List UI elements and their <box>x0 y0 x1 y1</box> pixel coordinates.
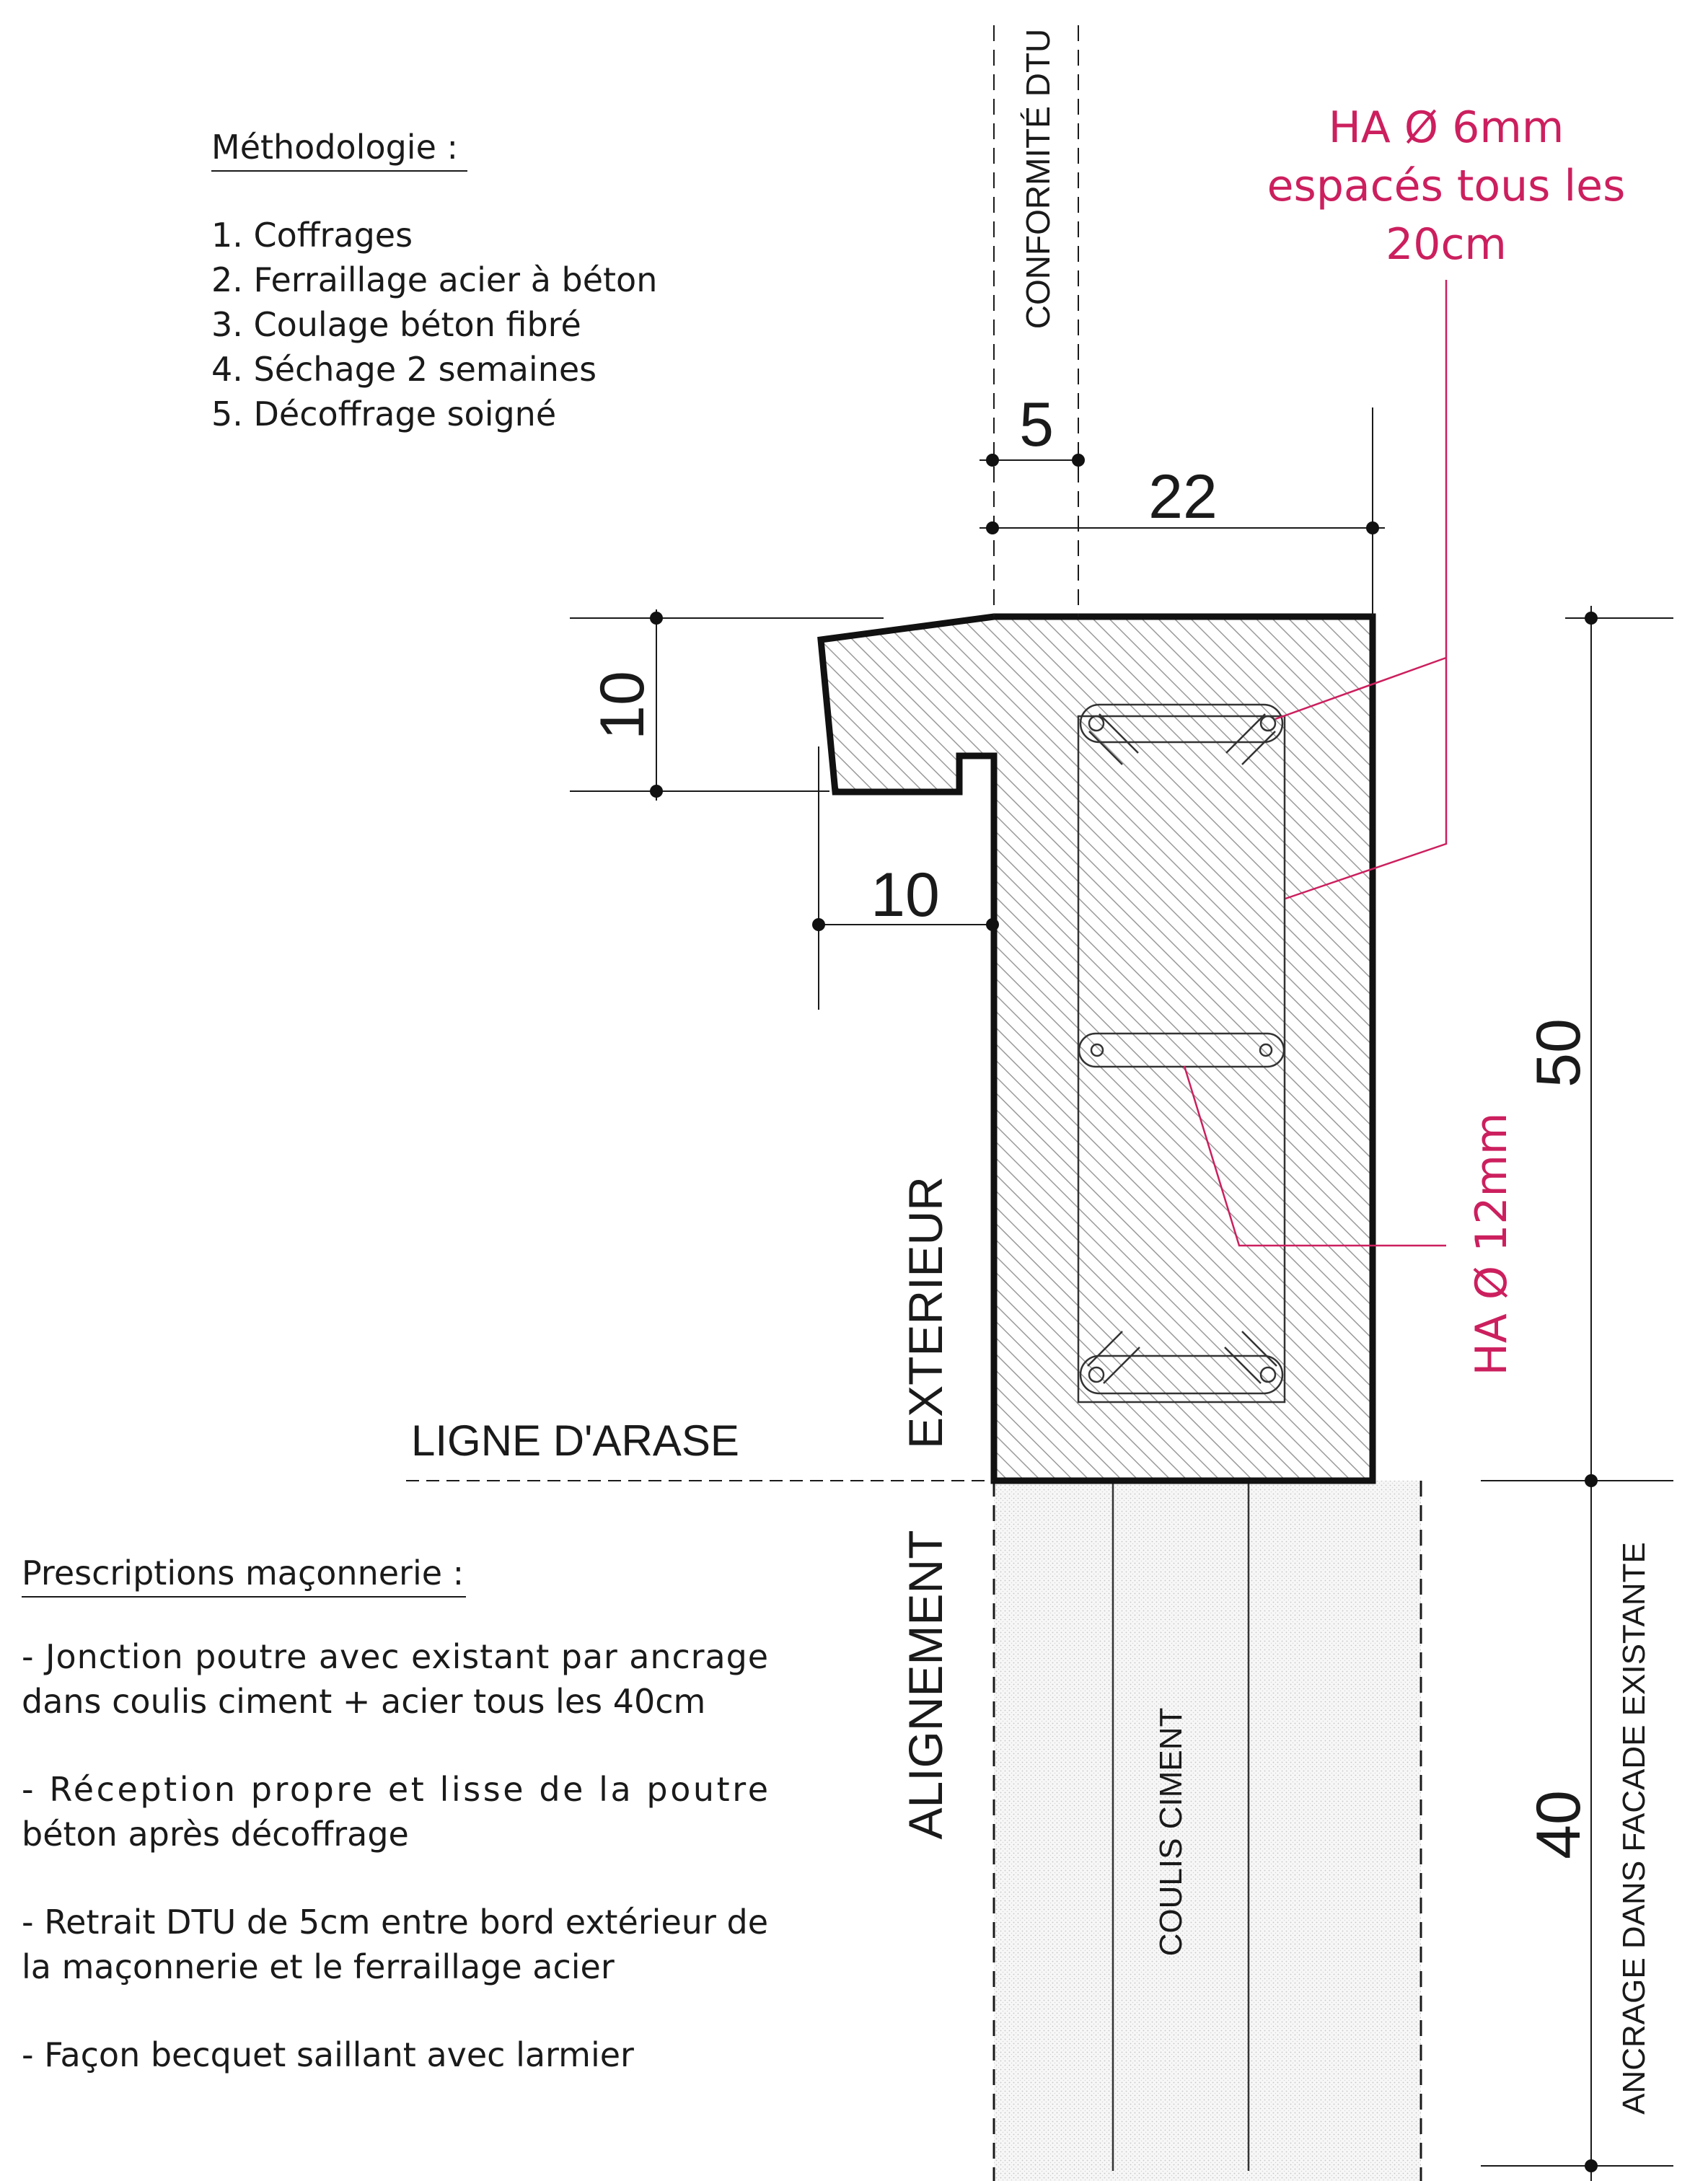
prescriptions-block: Prescriptions maçonnerie : - Jonction po… <box>22 1554 768 2074</box>
prescription-line: - Jonction poutre avec existant par ancr… <box>22 1637 768 1676</box>
dot-22-right <box>1366 521 1379 534</box>
beam-outline <box>817 613 1376 1484</box>
bar-top-right <box>1259 715 1277 732</box>
main-bar-note: HA Ø 12mm <box>1466 1113 1517 1376</box>
methodology-title: Méthodologie : <box>211 128 458 167</box>
dot-10v-top <box>650 612 663 625</box>
prescription-line: - Façon becquet saillant avec larmier <box>22 2035 634 2074</box>
stirrup-middle <box>1078 1032 1285 1068</box>
bar-bottom-right <box>1259 1366 1277 1383</box>
hook-bottom-left-2 <box>1103 1347 1140 1384</box>
concrete-beam <box>817 613 1376 1484</box>
rebar-notes: HA Ø 6mm espacés tous les 20cm HA Ø 12mm <box>1267 102 1626 1375</box>
drawing-labels: CONFORMITÉ DTU LIGNE D'ARASE EXTERIEUR A… <box>411 29 1652 2115</box>
ancrage-label: ANCRAGE DANS FACADE EXISTANTE <box>1616 1542 1652 2115</box>
facade-fill <box>994 1481 1421 2181</box>
dot-5-left <box>986 454 999 467</box>
methodology-block: Méthodologie : 1. Coffrages 2. Ferrailla… <box>211 128 657 433</box>
bar-mid-right <box>1259 1043 1273 1057</box>
alignement-label: ALIGNEMENT <box>899 1530 952 1839</box>
hook-bottom-left <box>1087 1331 1123 1367</box>
bar-mid-left <box>1090 1043 1104 1057</box>
dot-10v-bottom <box>650 785 663 798</box>
exterieur-label: EXTERIEUR <box>899 1176 952 1449</box>
dimension-dots <box>650 454 1598 2172</box>
dot-10h-right <box>986 918 999 931</box>
prescription-line: dans coulis ciment + acier tous les 40cm <box>22 1682 705 1721</box>
dot-5-right <box>1072 454 1085 467</box>
stirrup-outer <box>1077 715 1286 1404</box>
prescriptions-title: Prescriptions maçonnerie : <box>22 1554 464 1592</box>
bar-top-left <box>1088 715 1105 732</box>
dim-5-label: 5 <box>1019 390 1054 459</box>
dtu-label: CONFORMITÉ DTU <box>1019 29 1057 330</box>
dim-10-nose-height-label: 10 <box>588 671 657 740</box>
stirrup-bottom <box>1079 1354 1284 1395</box>
dot-50-top <box>1585 612 1598 625</box>
annotation-leaders <box>1183 280 1448 1247</box>
hook-top-left <box>1088 731 1123 765</box>
dimension-lines <box>406 25 1673 2181</box>
dimension-labels: 5 22 10 10 50 40 <box>588 390 1593 1859</box>
hook-bottom-right <box>1241 1331 1277 1367</box>
prescription-line: - Réception propre et lisse de la poutre <box>22 1770 768 1809</box>
main-bar-leader <box>1183 1065 1446 1247</box>
dim-50-label: 50 <box>1524 1018 1593 1088</box>
methodology-step: 2. Ferraillage acier à béton <box>211 260 657 299</box>
bar-bottom-left <box>1088 1366 1105 1383</box>
prescription-line: la maçonnerie et le ferraillage acier <box>22 1947 615 1986</box>
dot-10h-left <box>812 918 825 931</box>
methodology-step: 5. Décoffrage soigné <box>211 395 556 433</box>
existing-facade <box>992 1388 1422 2181</box>
dim-22-label: 22 <box>1148 462 1218 532</box>
stirrup-note-line-2: espacés tous les <box>1267 161 1626 211</box>
coulis-label: COULIS CIMENT <box>1153 1708 1189 1957</box>
dot-40-bottom <box>1585 2159 1598 2172</box>
stirrup-top <box>1079 703 1284 744</box>
hook-bottom-right-2 <box>1224 1347 1262 1384</box>
hook-top-right-2 <box>1225 713 1266 754</box>
stirrup-note-line-1: HA Ø 6mm <box>1329 102 1564 153</box>
arase-label: LIGNE D'ARASE <box>411 1416 739 1465</box>
dot-50-bottom <box>1585 1474 1598 1487</box>
stirrup-leader-branch <box>1275 656 1447 721</box>
prescription-line: - Retrait DTU de 5cm entre bord extérieu… <box>22 1903 768 1942</box>
dim-10-nose-depth-label: 10 <box>871 860 940 930</box>
hook-top-left-2 <box>1099 713 1139 754</box>
dot-22-left <box>986 521 999 534</box>
methodology-step: 3. Coulage béton fibré <box>211 305 581 344</box>
methodology-step: 1. Coffrages <box>211 216 413 255</box>
rebar-cage <box>1077 703 1286 1404</box>
stirrup-leader <box>1285 280 1448 900</box>
dim-40-label: 40 <box>1524 1790 1593 1859</box>
prescription-line: béton après décoffrage <box>22 1815 409 1854</box>
stirrup-note-line-3: 20cm <box>1386 219 1507 270</box>
hook-top-right <box>1241 731 1276 765</box>
methodology-step: 4. Séchage 2 semaines <box>211 350 597 389</box>
